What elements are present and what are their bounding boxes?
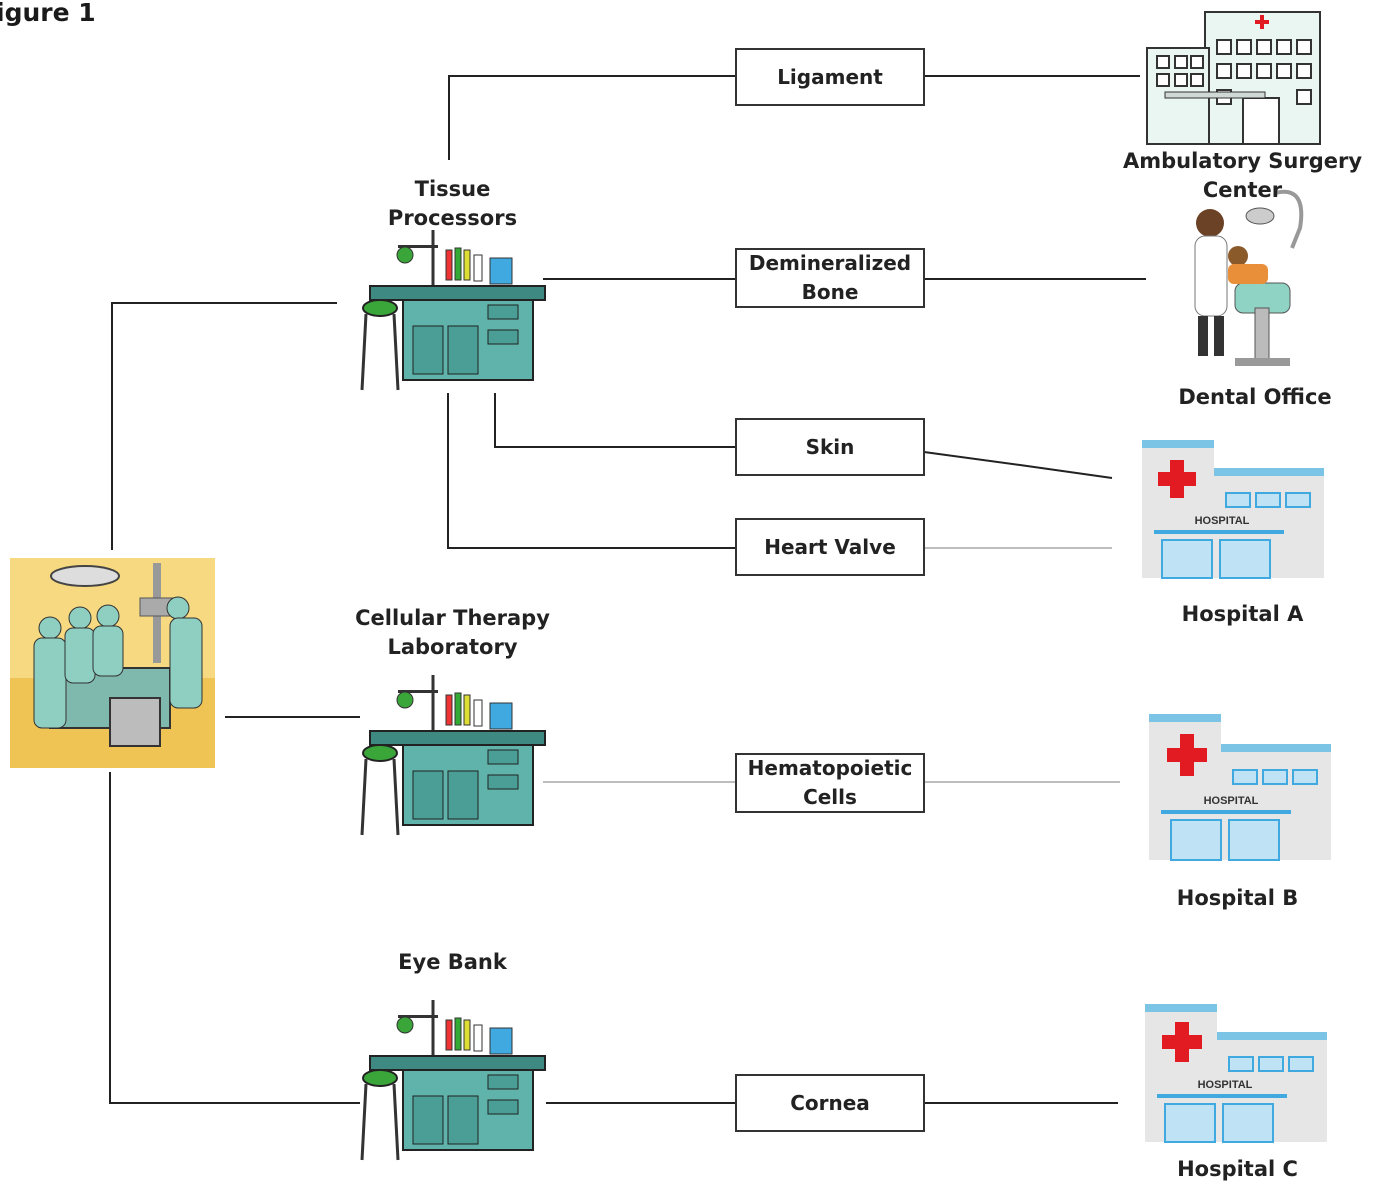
wire-skin-hospital-a	[923, 451, 1113, 479]
label-hospital-c: Hospital C	[1177, 1157, 1298, 1181]
hospital-a-sign: HOSPITAL	[1195, 515, 1250, 527]
lab-bench-icon-cellular	[360, 675, 546, 836]
label-hospital-b: Hospital B	[1176, 886, 1299, 910]
label-dental-office: Dental Office	[1178, 385, 1332, 409]
label-eye-bank: Eye Bank	[398, 950, 507, 974]
box-heart-valve: Heart Valve	[735, 518, 925, 576]
box-demineralized-bone: Demineralized Bone	[735, 248, 925, 308]
hospital-c-icon: HOSPITAL	[1145, 1004, 1327, 1143]
box-hematopoietic-cells: Hematopoietic Cells	[735, 753, 925, 813]
hospital-c-sign: HOSPITAL	[1198, 1079, 1253, 1091]
label-tissue-processors: Tissue Processors	[387, 177, 518, 230]
box-ligament: Ligament	[735, 48, 925, 106]
wire-tissue-heart-valve	[447, 393, 736, 549]
operating-room-icon	[10, 558, 215, 768]
hospital-b-sign: HOSPITAL	[1204, 795, 1259, 807]
wire-tissue-ligament	[448, 75, 736, 160]
hospital-a-icon: HOSPITAL	[1142, 440, 1324, 579]
box-cornea: Cornea	[735, 1074, 925, 1132]
label-hospital-a: Hospital A	[1181, 602, 1304, 626]
wire-or-to-tissue	[111, 302, 337, 550]
ambulatory-surgery-center-icon	[1146, 11, 1321, 145]
lab-bench-icon-eyebank	[360, 1000, 546, 1161]
dental-office-icon	[1194, 189, 1304, 366]
lab-bench-icon-tissue	[360, 230, 546, 391]
hospital-b-icon: HOSPITAL	[1149, 714, 1331, 861]
label-cellular-therapy-lab: Cellular Therapy Laboratory	[355, 606, 550, 659]
label-ambulatory-surgery-center: Ambulatory Surgery Center	[1122, 149, 1363, 202]
wire-or-to-eyebank	[109, 772, 360, 1104]
box-skin: Skin	[735, 418, 925, 476]
wire-tissue-skin	[494, 393, 736, 448]
figure-title: igure 1	[0, 0, 96, 27]
